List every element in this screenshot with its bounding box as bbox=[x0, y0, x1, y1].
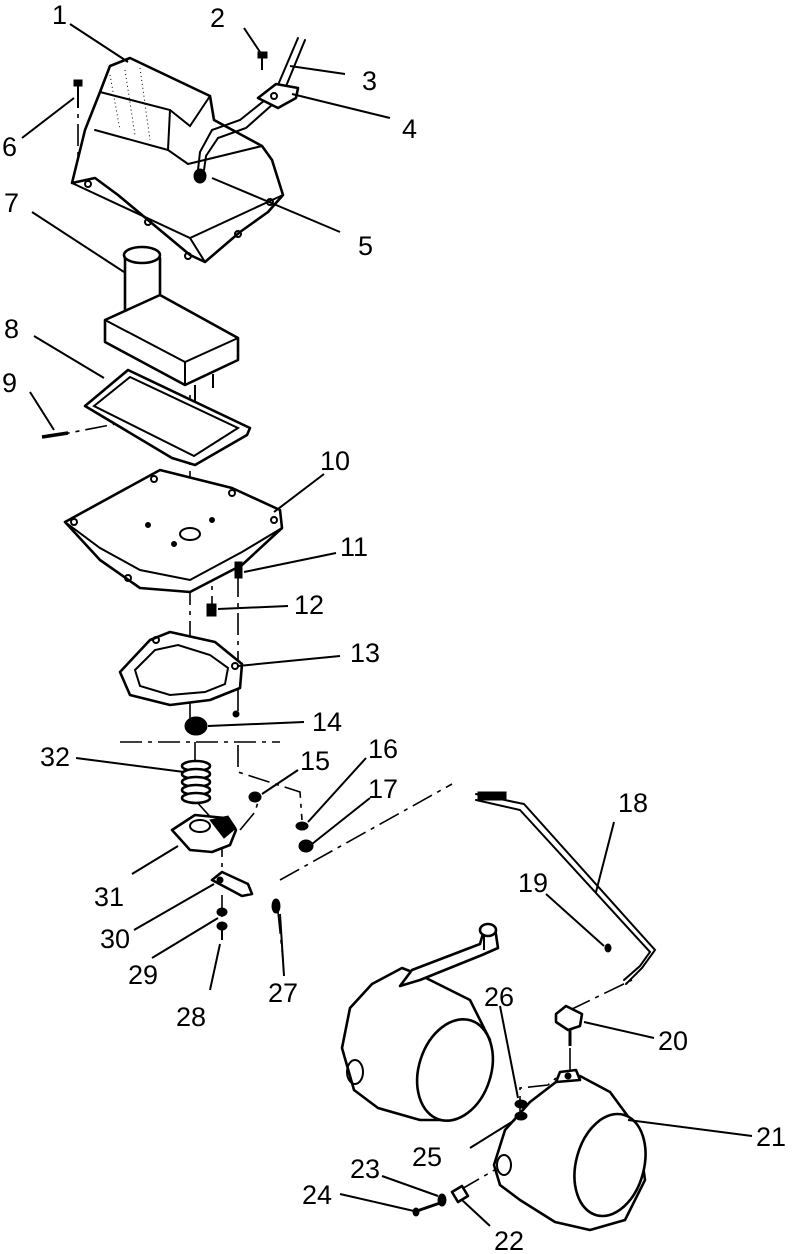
callout-18: 18 bbox=[618, 788, 648, 818]
callout-30: 30 bbox=[100, 924, 130, 954]
part-25-washer bbox=[514, 1111, 528, 1121]
part-28-screw bbox=[216, 921, 228, 940]
callout-27: 27 bbox=[268, 978, 298, 1008]
callout-6: 6 bbox=[2, 132, 17, 162]
part-21-throttle-body bbox=[492, 1068, 647, 1232]
part-27-ball-joint bbox=[271, 898, 281, 914]
part-4-retainer-plate bbox=[256, 82, 300, 110]
part-26-washer bbox=[514, 1099, 528, 1109]
callout-11: 11 bbox=[340, 532, 368, 562]
callout-29: 29 bbox=[128, 960, 158, 990]
callout-28: 28 bbox=[176, 1002, 206, 1032]
part-12-screw bbox=[206, 603, 217, 617]
part-15-bushing bbox=[248, 791, 262, 803]
callout-31: 31 bbox=[94, 882, 124, 912]
callout-14: 14 bbox=[312, 707, 342, 737]
part-32-spring bbox=[180, 759, 212, 805]
part-19-clip bbox=[604, 943, 612, 953]
callout-21: 21 bbox=[756, 1122, 786, 1152]
part-13-gasket bbox=[118, 630, 244, 707]
callout-26: 26 bbox=[484, 982, 514, 1012]
part-31-cam bbox=[170, 813, 238, 854]
part-9-pin bbox=[41, 431, 69, 439]
part-29-washer bbox=[216, 907, 228, 917]
part-24-screw bbox=[412, 1201, 441, 1217]
part-16-washer bbox=[295, 821, 309, 831]
part-22-bushing bbox=[450, 1184, 470, 1204]
callout-13: 13 bbox=[350, 638, 380, 668]
part-10-base-plate bbox=[63, 468, 284, 594]
callout-15: 15 bbox=[300, 746, 330, 776]
part-2-screw bbox=[257, 51, 268, 70]
callout-32: 32 bbox=[40, 742, 70, 772]
leader-lines bbox=[21, 23, 753, 1227]
callout-2: 2 bbox=[210, 3, 225, 33]
callout-24: 24 bbox=[302, 1180, 332, 1210]
part-6-bolt bbox=[73, 79, 83, 108]
callout-25: 25 bbox=[412, 1142, 442, 1172]
part-11-stud bbox=[234, 561, 243, 579]
part-8-gasket bbox=[83, 368, 252, 467]
part-20-swivel bbox=[554, 1004, 584, 1046]
part-5-grommet bbox=[193, 168, 207, 184]
callout-5: 5 bbox=[358, 231, 373, 261]
part-1-cover bbox=[70, 56, 285, 264]
part-30-lever bbox=[210, 870, 254, 898]
callout-3: 3 bbox=[362, 66, 377, 96]
callout-12: 12 bbox=[294, 590, 324, 620]
callout-1: 1 bbox=[52, 0, 67, 30]
callout-7: 7 bbox=[4, 188, 19, 218]
part-7-motor bbox=[103, 245, 240, 408]
part-14-plug bbox=[184, 710, 240, 736]
throttle-body-upper bbox=[340, 922, 500, 1122]
callout-16: 16 bbox=[368, 734, 398, 764]
callout-19: 19 bbox=[518, 868, 548, 898]
part-17-nut bbox=[298, 839, 314, 853]
callout-9: 9 bbox=[2, 368, 17, 398]
part-18-rod bbox=[475, 791, 657, 985]
callout-4: 4 bbox=[402, 114, 417, 144]
callout-20: 20 bbox=[658, 1026, 688, 1056]
callout-17: 17 bbox=[368, 774, 398, 804]
callout-22: 22 bbox=[494, 1226, 524, 1254]
callout-10: 10 bbox=[320, 446, 350, 476]
callout-8: 8 bbox=[4, 314, 19, 344]
callout-23: 23 bbox=[350, 1154, 380, 1184]
